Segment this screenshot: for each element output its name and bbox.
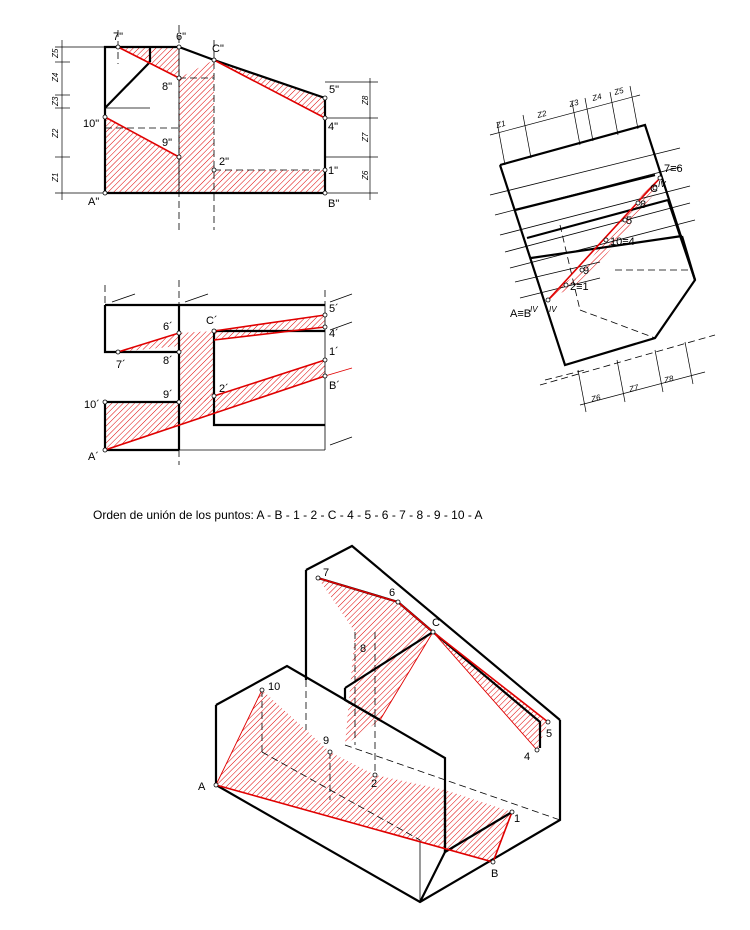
- svg-text:Z1: Z1: [494, 119, 506, 130]
- elev-label-7: 7": [113, 31, 123, 43]
- plan-section-right: [214, 315, 325, 340]
- iso-label-10: 10: [268, 681, 280, 693]
- plan-label-5: 5´: [329, 303, 339, 315]
- svg-text:Z7: Z7: [361, 132, 370, 143]
- svg-text:IV: IV: [530, 305, 538, 314]
- aux-label-a-b: A≡B: [510, 308, 531, 320]
- iso-section-right: [433, 632, 548, 750]
- joining-order-caption: Orden de unión de los puntos: A - B - 1 …: [93, 508, 483, 522]
- iso-label-7: 7: [323, 567, 329, 579]
- elev-section-bottom: [105, 117, 325, 193]
- iso-label-2: 2: [371, 778, 377, 790]
- aux-label-7-6: 7≡6: [664, 163, 683, 175]
- plan-label-a: A´: [88, 451, 99, 463]
- plan-label-1: 1´: [329, 346, 339, 358]
- isometric-view: 7 6 C 8 10 9 2 5 4 1 A B: [198, 544, 562, 904]
- aux-label-8: 8: [640, 199, 646, 211]
- iso-label-8: 8: [360, 643, 366, 655]
- aux-label-9: 9: [583, 265, 589, 277]
- plan-label-2: 2´: [219, 383, 229, 395]
- elev-label-10: 10": [83, 118, 99, 130]
- svg-text:Z2: Z2: [535, 109, 548, 121]
- iso-label-4: 4: [524, 751, 530, 763]
- plan-label-6: 6´: [163, 321, 173, 333]
- iso-label-b: B: [491, 868, 498, 880]
- aux-label-2-1: 2≡1: [570, 281, 589, 293]
- elev-label-8: 8": [162, 81, 172, 93]
- plan-label-8: 8´: [163, 355, 173, 367]
- plan-section-column: [179, 331, 214, 405]
- aux-label-10-4: 10≡4: [610, 236, 635, 248]
- elev-label-b: B": [328, 198, 339, 210]
- svg-text:Z5: Z5: [612, 86, 625, 98]
- auxiliary-view: 7≡6 C IV 8 5 10≡4 9 2≡1 A≡B IV IV Z1 Z2 …: [489, 86, 716, 413]
- svg-text:Z1: Z1: [51, 173, 60, 183]
- plan-label-4: 4´: [329, 328, 339, 340]
- iso-label-a: A: [198, 781, 206, 793]
- aux-label-c: C: [650, 183, 658, 195]
- svg-text:IV: IV: [549, 305, 557, 314]
- elev-label-6: 6": [176, 31, 186, 43]
- iso-label-5: 5: [546, 728, 552, 740]
- svg-text:Z5: Z5: [51, 48, 60, 59]
- plan-label-7: 7´: [116, 359, 126, 371]
- plan-label-10: 10´: [84, 399, 100, 411]
- iso-section-left: [216, 690, 512, 862]
- iso-label-6: 6: [389, 587, 395, 599]
- iso-section-top: [318, 578, 433, 745]
- svg-text:Z2: Z2: [51, 128, 60, 139]
- svg-text:Z3: Z3: [51, 96, 60, 107]
- elev-label-c: C": [212, 43, 224, 55]
- svg-text:Z6: Z6: [589, 393, 602, 405]
- elev-section-column: [179, 60, 214, 170]
- elevation-view: 7" 6" C" 8" 5" 4" 10" 9" 2" 1" A" B" Z5 …: [51, 25, 378, 230]
- elev-label-5: 5": [329, 84, 339, 96]
- elev-label-4: 4": [328, 121, 338, 133]
- plan-label-b: B´: [329, 380, 340, 392]
- aux-label-5: 5: [626, 215, 632, 227]
- svg-text:Z4: Z4: [590, 92, 603, 104]
- plan-view: 5´ 6´ C´ 4´ 1´ 7´ 8´ 10´ 9´ 2´ B´ A´: [84, 280, 353, 465]
- svg-text:Z8: Z8: [662, 374, 675, 386]
- elev-label-9: 9": [162, 137, 172, 149]
- svg-text:Z7: Z7: [627, 383, 640, 395]
- svg-text:Z4: Z4: [51, 72, 60, 83]
- iso-label-c: C: [432, 617, 440, 629]
- svg-text:Z3: Z3: [567, 98, 580, 110]
- iso-label-9: 9: [323, 735, 329, 747]
- svg-text:Z6: Z6: [361, 170, 370, 181]
- elev-label-a: A": [88, 196, 99, 208]
- aux-outline: [498, 123, 697, 367]
- elev-label-1: 1": [328, 165, 338, 177]
- plan-label-9: 9´: [163, 389, 173, 401]
- iso-label-1: 1: [514, 813, 520, 825]
- svg-text:IV: IV: [658, 180, 666, 189]
- elev-label-2: 2": [219, 156, 229, 168]
- svg-text:Z8: Z8: [361, 95, 370, 106]
- plan-label-c: C´: [206, 315, 218, 327]
